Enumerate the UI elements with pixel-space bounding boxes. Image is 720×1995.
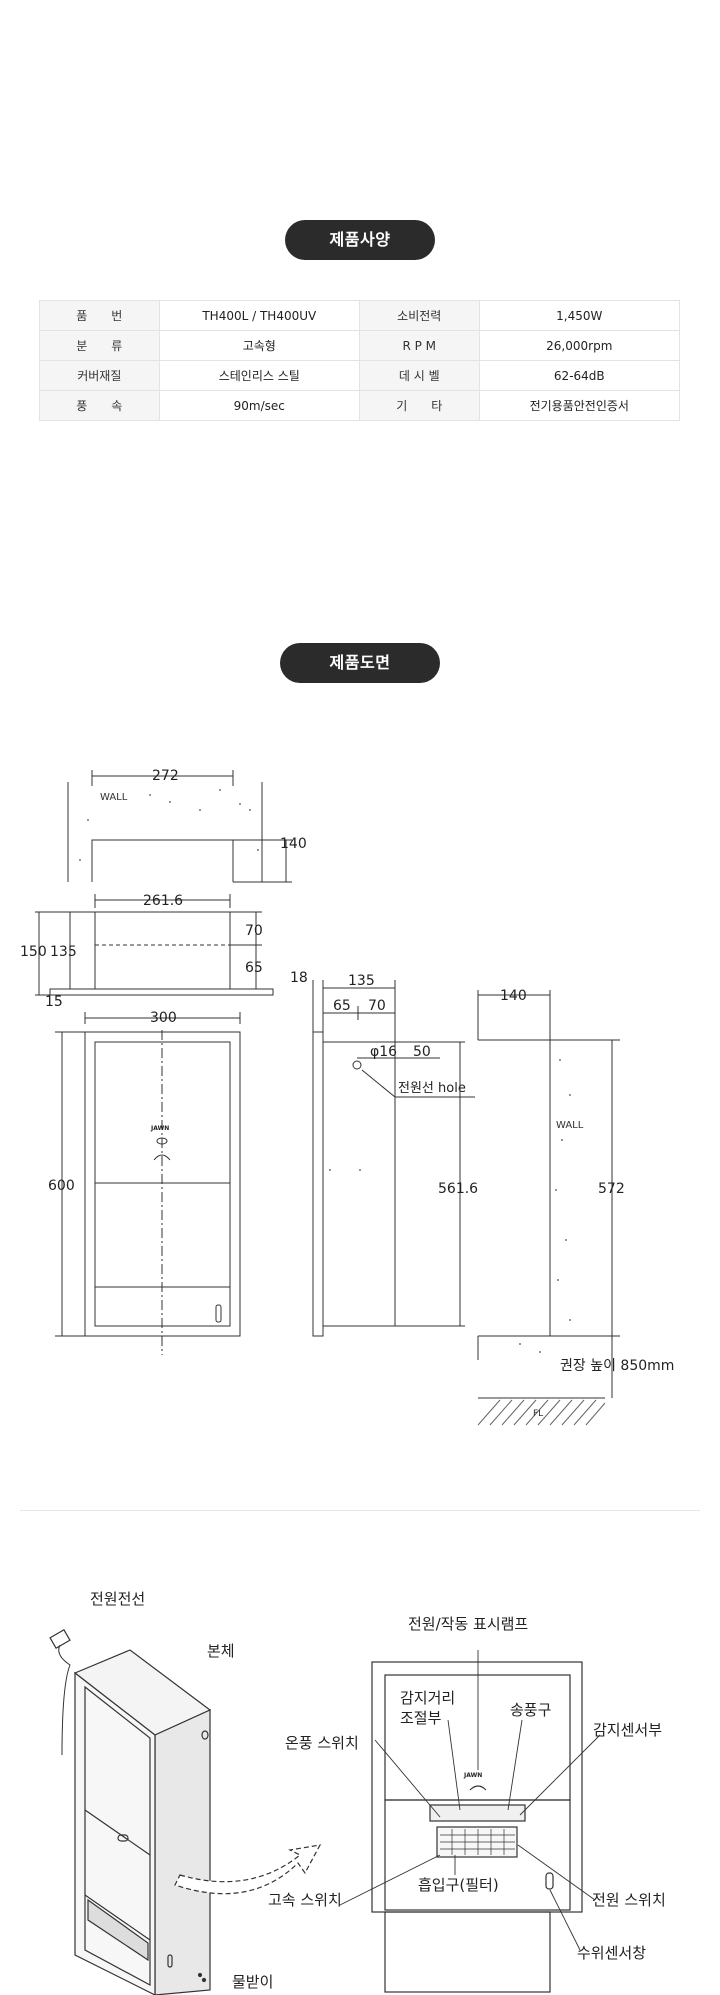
- spec-key: 품 번: [39, 300, 160, 331]
- dim-side-70: 70: [368, 998, 386, 1014]
- label-heat-switch: 온풍 스위치: [285, 1734, 359, 1752]
- label-sensor-adjust-1: 감지거리: [400, 1689, 455, 1707]
- dim-wall-572: 572: [598, 1181, 625, 1197]
- label-drain: 물받이: [232, 1973, 273, 1991]
- label-power-switch: 전원 스위치: [592, 1891, 666, 1909]
- table-row: 분 류 고속형 R P M 26,000rpm: [39, 330, 681, 361]
- plan-view: 261.6 150 135 15 70 65: [20, 893, 274, 1010]
- dim-h150: 150: [20, 944, 47, 960]
- dim-front-width: 300: [150, 1010, 177, 1026]
- spec-key: 커버재질: [39, 360, 160, 391]
- table-row: 품 번 TH400L / TH400UV 소비전력 1,450W: [39, 300, 681, 331]
- dim-front-height: 600: [48, 1178, 75, 1194]
- label-speed-switch: 고속 스위치: [268, 1891, 342, 1909]
- spec-section-title: 제품사양: [285, 220, 435, 260]
- spec-value: 26,000rpm: [478, 330, 681, 361]
- wall-view: 140 572 WALL 권장 높이 850mm FL: [477, 988, 674, 1426]
- arrow-icon: [174, 1844, 322, 1895]
- dim-hole-dia: φ16: [370, 1044, 397, 1060]
- wall-label-side: WALL: [556, 1120, 584, 1131]
- table-row: 커버재질 스테인리스 스틸 데 시 벨 62-64dB: [39, 360, 681, 391]
- unit-3d-illustration: [49, 1628, 212, 1995]
- top-view: 272 WALL 140: [67, 768, 307, 883]
- dim-top-width: 272: [152, 768, 179, 784]
- technical-drawing: 272 WALL 140 261.6 150 135 15 70 65: [20, 768, 674, 1426]
- dim-h65: 65: [245, 960, 263, 976]
- parts-diagram: JAWN 전원전선 본체 물받이 전원/작동 표시램프 감지거리 조절부 송풍구…: [49, 1590, 666, 1995]
- label-sensor-window: 수위센서창: [577, 1944, 646, 1962]
- wall-label-top: WALL: [100, 792, 128, 803]
- spec-value: 고속형: [158, 330, 360, 361]
- dim-side-65: 65: [333, 998, 351, 1014]
- spec-key: 기 타: [358, 390, 480, 421]
- spec-key: 분 류: [39, 330, 160, 361]
- dim-h70: 70: [245, 923, 263, 939]
- section-divider: [20, 1510, 700, 1511]
- spec-value: 1,450W: [478, 300, 681, 331]
- spec-value: 스테인리스 스틸: [158, 360, 360, 391]
- dim-inner-width: 261.6: [143, 893, 183, 909]
- spec-key: 데 시 벨: [358, 360, 480, 391]
- dim-h135: 135: [50, 944, 77, 960]
- label-intake: 흡입구(필터): [418, 1876, 499, 1894]
- floor-label: FL: [533, 1409, 543, 1419]
- spec-value: TH400L / TH400UV: [158, 300, 360, 331]
- unit-front-panel: JAWN: [371, 1661, 583, 1993]
- dim-side-height: 561.6: [438, 1181, 478, 1197]
- spec-value: 62-64dB: [478, 360, 681, 391]
- install-height-label: 권장 높이 850mm: [560, 1358, 674, 1374]
- spec-table: 품 번 TH400L / TH400UV 소비전력 1,450W 분 류 고속형…: [39, 300, 681, 421]
- spec-value: 90m/sec: [158, 390, 360, 421]
- label-blower: 송풍구: [510, 1701, 551, 1719]
- brand-logo: JAWN: [150, 1125, 169, 1132]
- table-row: 풍 속 90m/sec 기 타 전기용품안전인증서: [39, 390, 681, 421]
- spec-key: 풍 속: [39, 390, 160, 421]
- spec-key: 소비전력: [358, 300, 480, 331]
- brand-logo: JAWN: [463, 1772, 482, 1779]
- label-sensor-adjust-2: 조절부: [400, 1709, 442, 1727]
- hole-label: 전원선 hole: [398, 1081, 466, 1096]
- dim-top-depth: 140: [280, 836, 307, 852]
- dim-side-135: 135: [348, 973, 375, 989]
- dim-hole-offset: 50: [413, 1044, 431, 1060]
- label-lamp: 전원/작동 표시램프: [408, 1615, 528, 1633]
- label-body: 본체: [207, 1642, 235, 1660]
- dim-wall-140: 140: [500, 988, 527, 1004]
- label-power-cord: 전원전선: [90, 1590, 145, 1608]
- dim-h15: 15: [45, 994, 63, 1010]
- front-view: 300 JAWN 600: [48, 1010, 241, 1355]
- dim-side-18: 18: [290, 970, 308, 986]
- spec-value: 전기용품안전인증서: [478, 390, 681, 421]
- label-sensor: 감지센서부: [593, 1721, 662, 1739]
- drawing-section-title: 제품도면: [280, 643, 440, 683]
- spec-key: R P M: [358, 330, 480, 361]
- side-view: 18 135 65 70 φ16 50 전원선 hole 561.6: [290, 970, 478, 1337]
